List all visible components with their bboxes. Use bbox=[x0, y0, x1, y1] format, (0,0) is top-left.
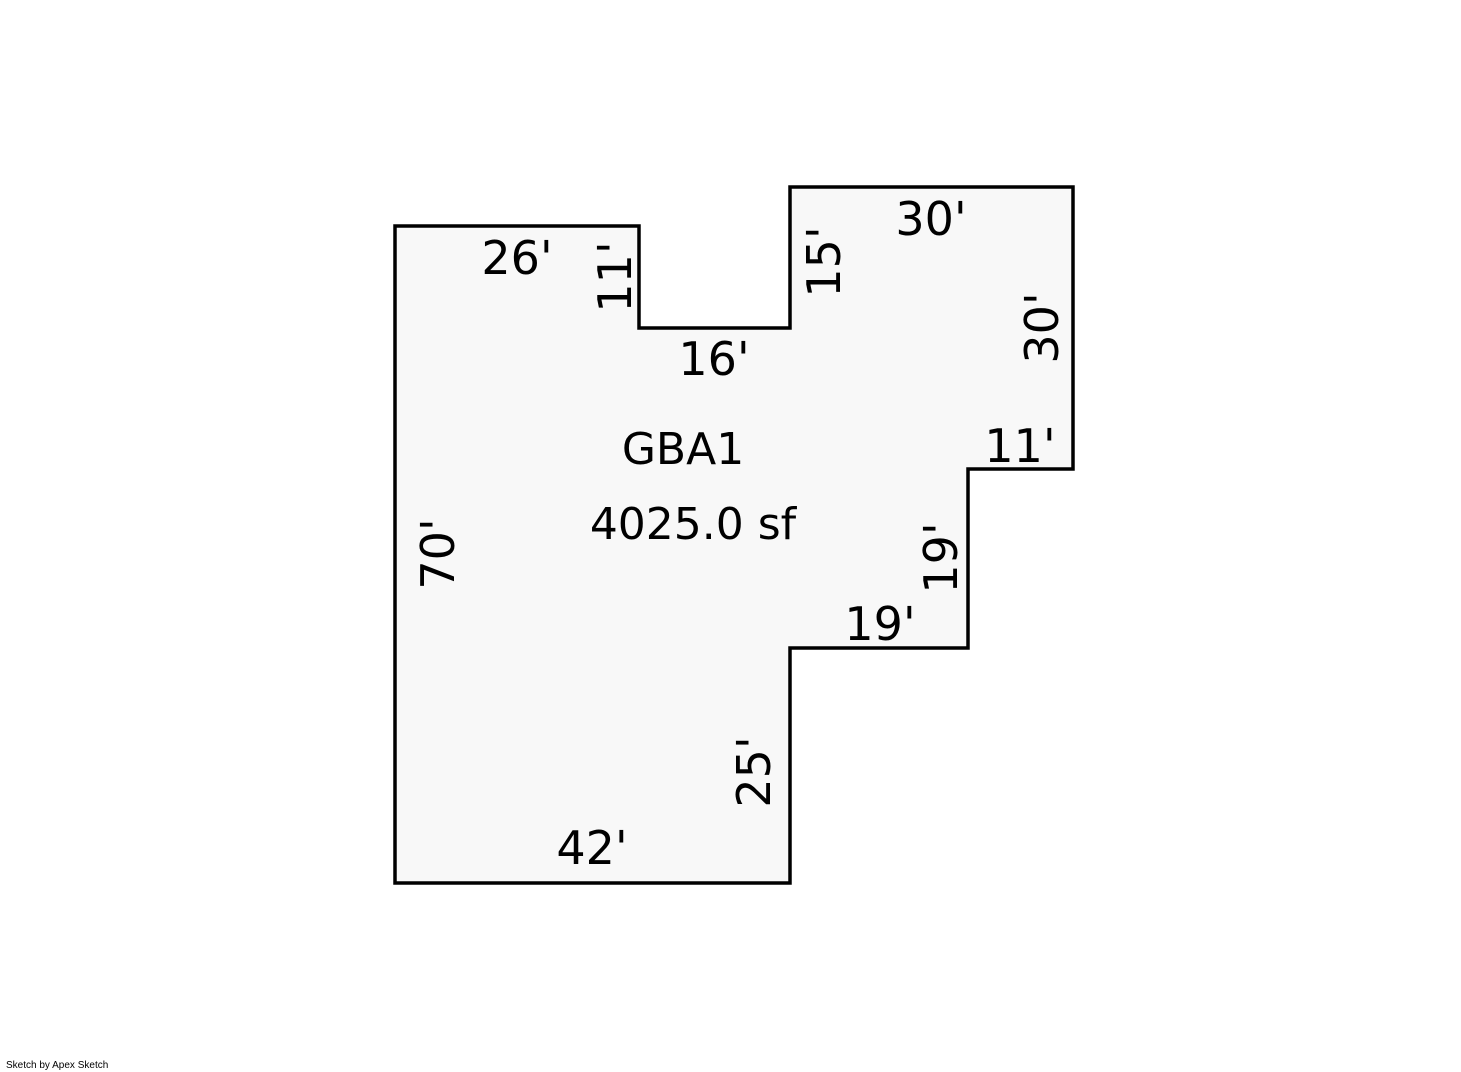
area-size-label: 4025.0 sf bbox=[590, 499, 798, 550]
dim-right-upper: 30' bbox=[1015, 292, 1069, 363]
dim-left: 70' bbox=[411, 518, 465, 589]
dim-bottom: 42' bbox=[556, 821, 627, 875]
dim-notch-left: 11' bbox=[588, 241, 642, 312]
dim-lower-right: 25' bbox=[727, 736, 781, 807]
dim-notch-bottom: 16' bbox=[678, 332, 749, 386]
dim-top-left: 26' bbox=[481, 231, 552, 285]
dim-notch-right: 15' bbox=[797, 226, 851, 297]
dim-step-mid-vertical: 19' bbox=[914, 522, 968, 593]
dim-step-mid-horizontal: 19' bbox=[844, 597, 915, 651]
sketch-credit: Sketch by Apex Sketch bbox=[6, 1060, 109, 1071]
gba1-outline bbox=[393, 185, 1075, 885]
area-name-label: GBA1 bbox=[622, 424, 744, 475]
dim-step-top: 11' bbox=[984, 419, 1055, 473]
dim-top-right: 30' bbox=[895, 192, 966, 246]
